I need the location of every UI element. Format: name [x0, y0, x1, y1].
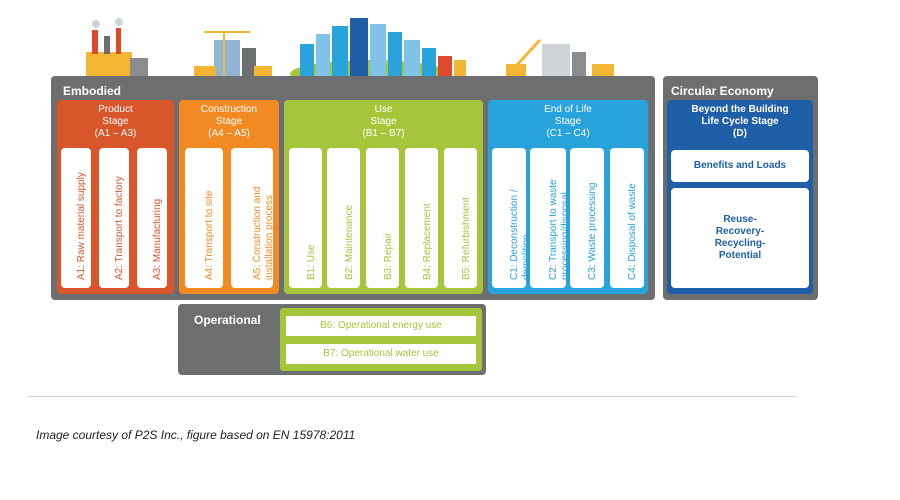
operational-item-b6: B6: Operational energy use — [284, 314, 478, 338]
stage-item-label: A5: Construction and installation proces… — [252, 186, 275, 280]
use-stage-title: Use Stage (B1 – B7) — [362, 104, 405, 139]
stage-item-label: C2: Transport to waste processing/dispos… — [548, 179, 571, 280]
stage-item-b5: B5: Refurbishment — [444, 148, 477, 288]
construction-stage: Construction Stage (A4 – A5) A4: Transpo… — [179, 100, 279, 294]
circular-economy-title: Circular Economy — [671, 84, 774, 98]
city-skyline-icon — [290, 18, 466, 80]
operational-item-b7: B7: Operational water use — [284, 342, 478, 366]
end-of-life-stage: End of Life Stage (C1 – C4) C1: Deconstr… — [488, 100, 648, 294]
stage-item-a3: A3: Manufacturing — [137, 148, 167, 288]
stage-item-label: A4: Transport to site — [204, 190, 215, 281]
reuse-recovery-recycling-card: Reuse- Recovery- Recycling- Potential — [671, 188, 809, 288]
stage-item-b1: B1: Use — [289, 148, 322, 288]
stage-item-label: B1: Use — [305, 244, 317, 280]
stage-item-label: B2: Maintenance — [343, 204, 355, 280]
embodied-title: Embodied — [63, 84, 122, 98]
stage-item-c2: C2: Transport to waste processing/dispos… — [530, 148, 571, 288]
product-stage: Product Stage (A1 – A3) A1: Raw material… — [57, 100, 174, 294]
stage-item-c1: C1: Deconstruction / demolition — [492, 148, 532, 288]
beyond-stage-title: Beyond the Building Life Cycle Stage (D) — [691, 104, 789, 139]
skyline-illustration — [86, 18, 614, 80]
stage-item-label: A2: Transport to factory — [114, 176, 125, 280]
stage-item-b3: B3: Repair — [366, 148, 399, 288]
stage-item-b2: B2: Maintenance — [327, 148, 360, 288]
stage-item-c3: C3: Waste processing — [570, 148, 604, 288]
stage-item-label: A3: Manufacturing — [152, 198, 163, 280]
construction-site-icon — [194, 31, 272, 76]
stage-item-a2: A2: Transport to factory — [99, 148, 129, 288]
stage-item-b4: B4: Replacement — [405, 148, 438, 288]
stage-item-c4: C4: Disposal of waste — [610, 148, 644, 288]
stage-item-a5: A5: Construction and installation proces… — [231, 148, 275, 288]
demolition-icon — [506, 38, 614, 76]
operational-use-group: B6: Operational energy use B7: Operation… — [280, 308, 482, 371]
factory-icon — [86, 18, 148, 76]
stage-item-label: C4: Disposal of waste — [627, 183, 638, 280]
construction-stage-title: Construction Stage (A4 – A5) — [200, 104, 258, 139]
stage-item-a4: A4: Transport to site — [185, 148, 223, 288]
stage-item-label: A1: Raw material supply — [76, 172, 87, 280]
operational-panel: Operational B6: Operational energy use B… — [178, 304, 486, 375]
stage-item-label: B4: Replacement — [421, 203, 433, 280]
image-caption: Image courtesy of P2S Inc., figure based… — [36, 428, 356, 442]
use-stage: Use Stage (B1 – B7) B1: Use B2: Maintena… — [284, 100, 483, 294]
benefits-and-loads-card: Benefits and Loads — [671, 150, 809, 182]
product-stage-title: Product Stage (A1 – A3) — [94, 104, 137, 139]
stage-item-label: B5: Refurbishment — [460, 197, 472, 280]
divider-rule — [28, 396, 796, 397]
beyond-life-cycle-stage: Beyond the Building Life Cycle Stage (D)… — [667, 100, 813, 294]
operational-title: Operational — [194, 313, 261, 327]
end-of-life-stage-title: End of Life Stage (C1 – C4) — [544, 104, 592, 139]
stage-item-label: C3: Waste processing — [587, 182, 598, 280]
stage-item-a1: A1: Raw material supply — [61, 148, 91, 288]
stage-item-label: B3: Repair — [382, 232, 394, 280]
